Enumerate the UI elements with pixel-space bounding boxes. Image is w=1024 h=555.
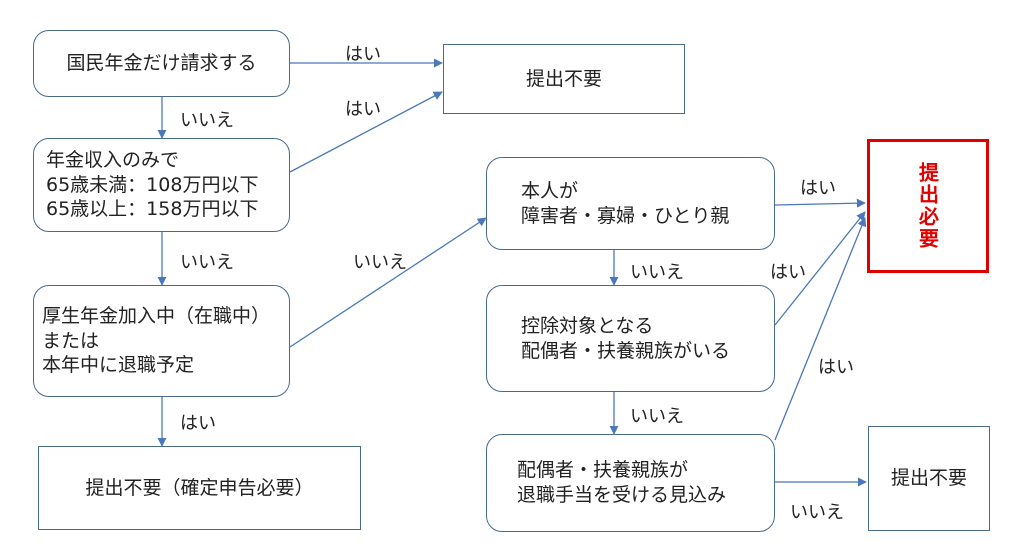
arrow-q6-r3: [774, 217, 867, 441]
result-not-required-1: 提出不要: [443, 44, 685, 114]
question-line-2: または: [42, 329, 100, 352]
result-text: 提出不要（確定申告必要）: [85, 476, 314, 499]
label-yes-q1: はい: [345, 44, 381, 65]
result-text: 提出必要: [915, 162, 940, 250]
question-national-pension-only: 国民年金だけ請求する: [33, 30, 290, 97]
arrow-q2-r1: [289, 91, 443, 173]
label-no-q6: いいえ: [790, 502, 844, 523]
arrow-q3-q4: [289, 217, 487, 348]
label-yes-q3: はい: [180, 413, 216, 434]
question-pension-income-limit: 年金収入のみで 65歳未満：108万円以下 65歳以上：158万円以下: [33, 138, 290, 232]
label-no-q3: いいえ: [353, 252, 407, 273]
question-employee-pension: 厚生年金加入中（在職中） または 本年中に退職予定: [33, 285, 290, 397]
result-not-required-tax-return: 提出不要（確定申告必要）: [38, 446, 361, 530]
question-line-3: 本年中に退職予定: [42, 354, 195, 377]
question-line-1: 配偶者・扶養親族が: [517, 459, 689, 482]
question-dependents: 控除対象となる 配偶者・扶養親族がいる: [486, 285, 775, 392]
arrow-q4-r3: [774, 198, 866, 208]
label-no-q2: いいえ: [180, 252, 234, 273]
label-no-q1: いいえ: [180, 110, 234, 131]
label-no-q4: いいえ: [630, 262, 684, 283]
result-not-required-2: 提出不要: [868, 426, 990, 531]
label-yes-q4: はい: [800, 178, 836, 199]
question-dependents-retirement: 配偶者・扶養親族が 退職手当を受ける見込み: [486, 434, 775, 532]
label-no-q5: いいえ: [630, 406, 684, 427]
question-line-1: 年金収入のみで: [46, 148, 180, 171]
question-text: 国民年金だけ請求する: [66, 52, 257, 75]
result-required: 提出必要: [867, 139, 989, 273]
question-self-disability-widow: 本人が 障害者・寡婦・ひとり親: [486, 157, 775, 250]
question-line-2: 退職手当を受ける見込み: [517, 484, 727, 506]
arrow-q5-r3: [774, 211, 866, 326]
question-line-1: 厚生年金加入中（在職中）: [42, 304, 271, 327]
question-line-3: 65歳以上：158万円以下: [46, 198, 259, 221]
question-line-2: 障害者・寡婦・ひとり親: [521, 204, 730, 227]
label-yes-q2: はい: [345, 99, 381, 120]
question-line-1: 控除対象となる: [521, 314, 654, 337]
result-text: 提出不要: [890, 467, 967, 490]
result-text: 提出不要: [525, 67, 602, 90]
question-line-2: 配偶者・扶養親族がいる: [521, 339, 731, 362]
label-yes-q5: はい: [770, 262, 806, 283]
question-line-2: 65歳未満：108万円以下: [46, 173, 259, 196]
question-line-1: 本人が: [521, 179, 579, 202]
label-yes-q6: はい: [818, 357, 854, 378]
